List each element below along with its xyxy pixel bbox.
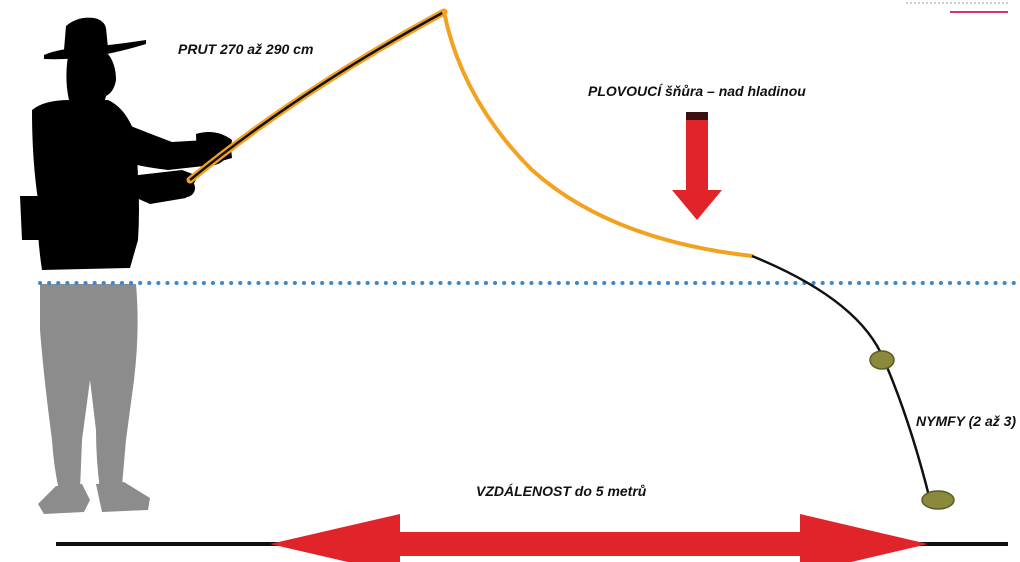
distance-label: VZDÁLENOST do 5 metrů (476, 483, 647, 499)
nymphs-label: NYMFY (2 až 3) (916, 413, 1016, 429)
leader-line (751, 254, 932, 501)
angler-legs-underwater (38, 284, 150, 514)
double-headed-arrow-icon (270, 514, 928, 562)
nymph-fly-icon (921, 490, 955, 510)
angler-silhouette-icon (20, 17, 232, 270)
floating-line-label: PLOVOUCÍ šňůra – nad hladinou (588, 83, 806, 99)
corner-decoration (906, 2, 1008, 13)
nymph-fly-icon (869, 350, 895, 370)
floating-line (442, 10, 754, 258)
rod-label: PRUT 270 až 290 cm (178, 41, 313, 57)
down-arrow-icon (672, 112, 722, 220)
fly-rod (186, 8, 448, 184)
